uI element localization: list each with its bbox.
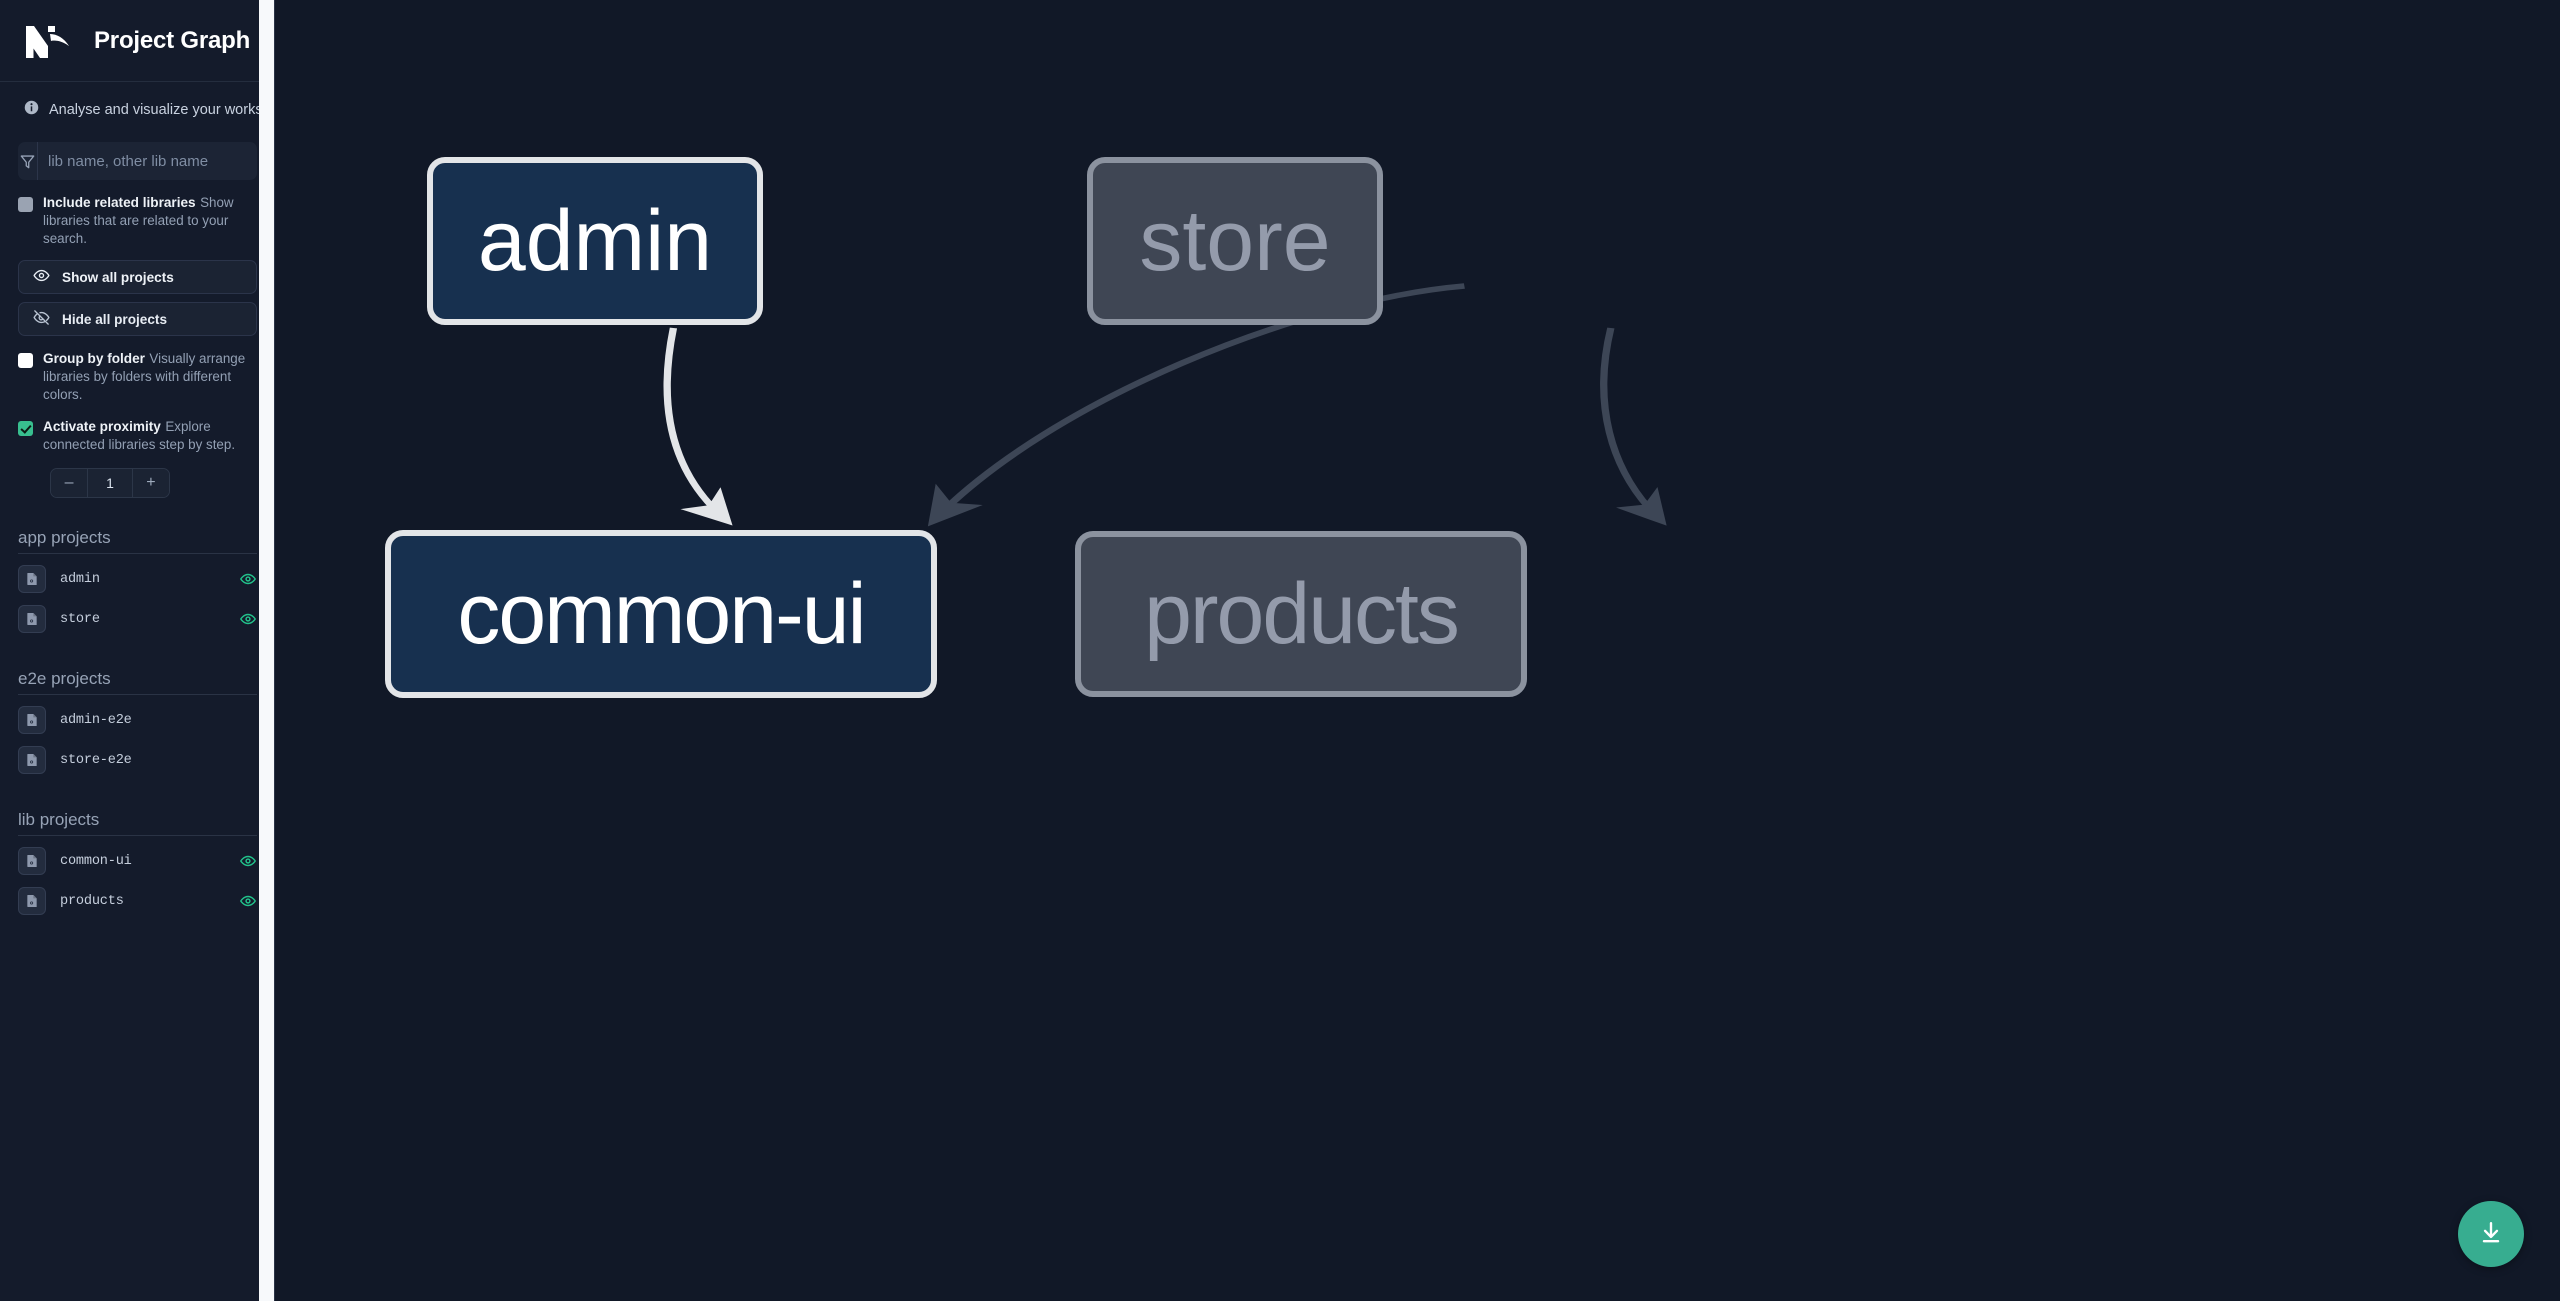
project-hidden-spacer — [239, 711, 257, 729]
project-group-title: e2e projects — [18, 669, 111, 688]
group-by-folder-checkbox[interactable] — [18, 353, 33, 368]
show-all-projects-label: Show all projects — [62, 269, 174, 285]
edge-admin-to-common-ui — [663, 327, 733, 526]
project-hidden-spacer — [239, 751, 257, 769]
project-group-title: app projects — [18, 528, 111, 547]
project-file-icon — [18, 887, 46, 915]
project-file-icon — [18, 706, 46, 734]
project-visible-eye-icon[interactable] — [239, 570, 257, 588]
graph-node-common-ui[interactable]: common-ui — [385, 530, 937, 698]
project-file-icon — [18, 605, 46, 633]
graph-node-admin[interactable]: admin — [427, 157, 763, 325]
project-name: common-ui — [60, 853, 132, 869]
sidebar-header: Project Graph — [0, 0, 274, 82]
graph-node-label: store — [1139, 193, 1331, 289]
edge-store-to-common-ui — [927, 283, 1465, 527]
option-activate-proximity[interactable]: Activate proximity Explore connected lib… — [0, 404, 274, 454]
option-group-by-folder[interactable]: Group by folder Visually arrange librari… — [0, 336, 274, 404]
tagline-text: Analyse and visualize your workspace. — [49, 102, 275, 118]
project-list-item-admin-e2e[interactable]: admin-e2e — [18, 700, 257, 740]
download-icon — [2478, 1220, 2504, 1249]
project-name: admin — [60, 571, 100, 587]
project-visible-eye-icon[interactable] — [239, 892, 257, 910]
sidebar-scrollbar[interactable] — [259, 0, 274, 1301]
project-groups: app projects admin store e2e projects ad… — [0, 528, 274, 921]
project-file-icon — [18, 746, 46, 774]
graph-node-products[interactable]: products — [1075, 531, 1527, 697]
tagline: Analyse and visualize your workspace. — [0, 82, 275, 130]
option-include-related-libraries[interactable]: Include related libraries Show libraries… — [0, 180, 274, 248]
project-group-lib: lib projects common-ui products — [0, 810, 274, 921]
sidebar: Project Graph — [0, 0, 275, 1301]
divider — [18, 835, 257, 836]
project-file-icon — [18, 565, 46, 593]
option-description: Visually arrange libraries by folders wi… — [43, 351, 246, 402]
proximity-decrement-button[interactable]: – — [51, 469, 88, 497]
divider — [18, 694, 257, 695]
hide-all-projects-label: Hide all projects — [62, 311, 168, 327]
graph-node-store[interactable]: store — [1087, 157, 1383, 325]
show-all-projects-button[interactable]: Show all projects — [18, 260, 257, 294]
filter-icon — [18, 142, 38, 180]
project-name: store — [60, 611, 100, 627]
download-graph-button[interactable] — [2458, 1201, 2524, 1267]
sidebar-scroll-area: Project Graph — [0, 0, 275, 1301]
search-field[interactable] — [18, 142, 257, 180]
project-list-item-products[interactable]: products — [18, 881, 257, 921]
option-description: Explore connected libraries step by step… — [43, 419, 236, 452]
info-icon — [24, 100, 39, 120]
proximity-stepper[interactable]: – 1 + — [50, 468, 170, 498]
project-file-icon — [18, 847, 46, 875]
graph-node-label: products — [1144, 566, 1460, 662]
graph-node-label: common-ui — [457, 566, 866, 662]
hide-all-projects-button[interactable]: Hide all projects — [18, 302, 257, 336]
eye-off-icon — [33, 309, 50, 329]
page-title: Project Graph — [94, 26, 251, 54]
project-group-title: lib projects — [18, 810, 100, 829]
graph-edges — [663, 283, 1667, 527]
activate-proximity-checkbox[interactable] — [18, 421, 33, 436]
project-list-item-admin[interactable]: admin — [18, 559, 257, 599]
project-name: admin-e2e — [60, 712, 132, 728]
project-list-item-store-e2e[interactable]: store-e2e — [18, 740, 257, 780]
graph-node-label: admin — [477, 193, 713, 289]
option-label: Activate proximity — [43, 419, 161, 434]
project-name: store-e2e — [60, 752, 132, 768]
project-name: products — [60, 893, 124, 909]
project-list-item-store[interactable]: store — [18, 599, 257, 639]
search-input[interactable] — [38, 142, 257, 180]
project-visibility-buttons: Show all projects Hide all projects — [0, 248, 274, 336]
option-label: Include related libraries — [43, 195, 196, 210]
include-related-libraries-checkbox[interactable] — [18, 197, 33, 212]
option-description: Show libraries that are related to your … — [43, 195, 234, 246]
proximity-increment-button[interactable]: + — [132, 469, 169, 497]
project-group-e2e: e2e projects admin-e2e store-e2e — [0, 669, 274, 780]
sidebar-scrollbar-thumb[interactable] — [261, 0, 272, 1301]
option-label: Group by folder — [43, 351, 145, 366]
edge-store-to-products — [1600, 327, 1667, 526]
divider — [18, 553, 257, 554]
project-visible-eye-icon[interactable] — [239, 852, 257, 870]
project-group-app: app projects admin store — [0, 528, 274, 639]
graph-canvas[interactable]: admin store common-ui products — [275, 0, 2560, 1301]
project-visible-eye-icon[interactable] — [239, 610, 257, 628]
nx-logo-icon — [24, 20, 72, 62]
project-list-item-common-ui[interactable]: common-ui — [18, 841, 257, 881]
eye-icon — [33, 267, 50, 287]
proximity-value: 1 — [87, 469, 133, 497]
